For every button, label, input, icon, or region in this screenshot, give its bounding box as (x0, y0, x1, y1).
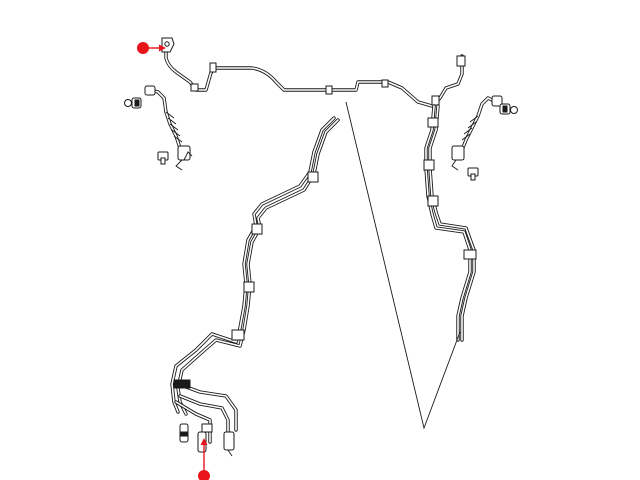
callout-bottom (198, 438, 210, 480)
top-left-fitting (161, 37, 175, 53)
callout-top-left (137, 42, 166, 54)
bolt-icon (124, 97, 142, 109)
callout-dot (137, 42, 149, 54)
main-crossover-tube (164, 44, 464, 108)
right-tube-bundle (423, 104, 477, 342)
bolt-icon (157, 151, 169, 165)
bolt-icon (499, 103, 518, 115)
main-tube-clips (190, 55, 466, 106)
right-hose-assembly (451, 95, 518, 181)
bolt-icon (467, 167, 479, 181)
arrow-head-icon (200, 438, 208, 445)
callout-dot (198, 470, 210, 480)
left-tube-bundle (170, 116, 340, 444)
leader-lines (345, 101, 461, 430)
arrow-head-icon (159, 44, 166, 52)
left-hose-assembly (124, 85, 193, 171)
